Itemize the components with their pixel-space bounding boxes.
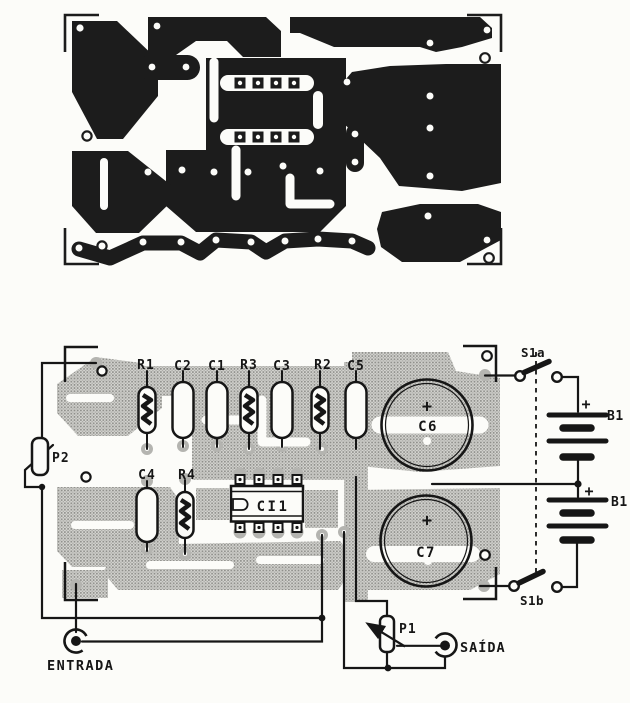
label-b1-upper-plus: + (581, 395, 590, 413)
ic-solder-pads (234, 77, 300, 143)
capacitor-c1 (205, 380, 229, 440)
external-wiring (23, 361, 580, 670)
capacitor-c3 (270, 380, 294, 440)
component-leads (146, 370, 357, 555)
capacitor-c4 (135, 486, 159, 544)
mounting-holes-bottom (80, 350, 493, 561)
label-c2: C2 (174, 359, 192, 374)
copper-trace (346, 124, 364, 172)
battery-b1-upper (546, 412, 609, 461)
electrolytic-c6 (380, 378, 474, 472)
drill-holes (75, 22, 491, 252)
capacitor-c2 (171, 380, 195, 440)
label-r3: R3 (240, 358, 258, 373)
copper-trace (377, 204, 501, 262)
trimpot-p2 (30, 436, 50, 477)
label-r1: R1 (137, 358, 155, 373)
copper-trace (148, 17, 281, 62)
label-r4: R4 (178, 468, 196, 483)
switch-s1b (508, 568, 564, 594)
board-corner-marks-bottom (63, 344, 498, 602)
label-c5: C5 (347, 359, 365, 374)
switch-s1a (514, 358, 564, 384)
mounting-holes (81, 52, 495, 264)
label-s1b: S1b (520, 593, 544, 608)
copper-trace (138, 55, 200, 80)
copper-trace (71, 231, 376, 266)
label-c6: C6 (418, 419, 438, 435)
label-c6-plus: + (422, 397, 432, 417)
copper-trace (72, 21, 158, 139)
copper-trace (72, 151, 172, 233)
label-c1: C1 (208, 359, 226, 374)
copper-side-view (63, 13, 503, 266)
output-jack (434, 632, 458, 658)
label-saida: SAÍDA (460, 639, 506, 656)
label-c7: C7 (416, 545, 436, 561)
electrolytic-c7 (379, 494, 473, 588)
label-c3: C3 (273, 359, 291, 374)
copper-trace (290, 17, 492, 52)
label-c4: C4 (138, 468, 156, 483)
copper-trace (340, 64, 501, 191)
battery-b1-lower (546, 497, 609, 544)
input-jack (63, 628, 88, 654)
wiper-arrow (365, 622, 406, 648)
capacitor-c5 (344, 380, 368, 440)
label-s1a: S1a (521, 345, 545, 360)
label-b1-lower: B1 (611, 495, 628, 510)
wire-junction-dots (38, 480, 582, 672)
label-p1: P1 (399, 622, 417, 637)
label-p2: P2 (52, 451, 70, 466)
label-b1-lower-plus: + (584, 482, 593, 500)
potentiometer-p1 (365, 614, 406, 654)
ic-pin1-notch (232, 498, 249, 511)
label-r2: R2 (314, 358, 332, 373)
label-c7-plus: + (422, 511, 432, 531)
label-entrada: ENTRADA (47, 658, 114, 674)
label-b1-upper: B1 (607, 409, 624, 424)
component-side-view: R1 C2 C1 R3 C3 R2 C5 C4 R4 CI1 + C6 + C7… (23, 344, 628, 674)
label-ci1: CI1 (257, 499, 290, 515)
ic-ci1 (229, 474, 305, 533)
